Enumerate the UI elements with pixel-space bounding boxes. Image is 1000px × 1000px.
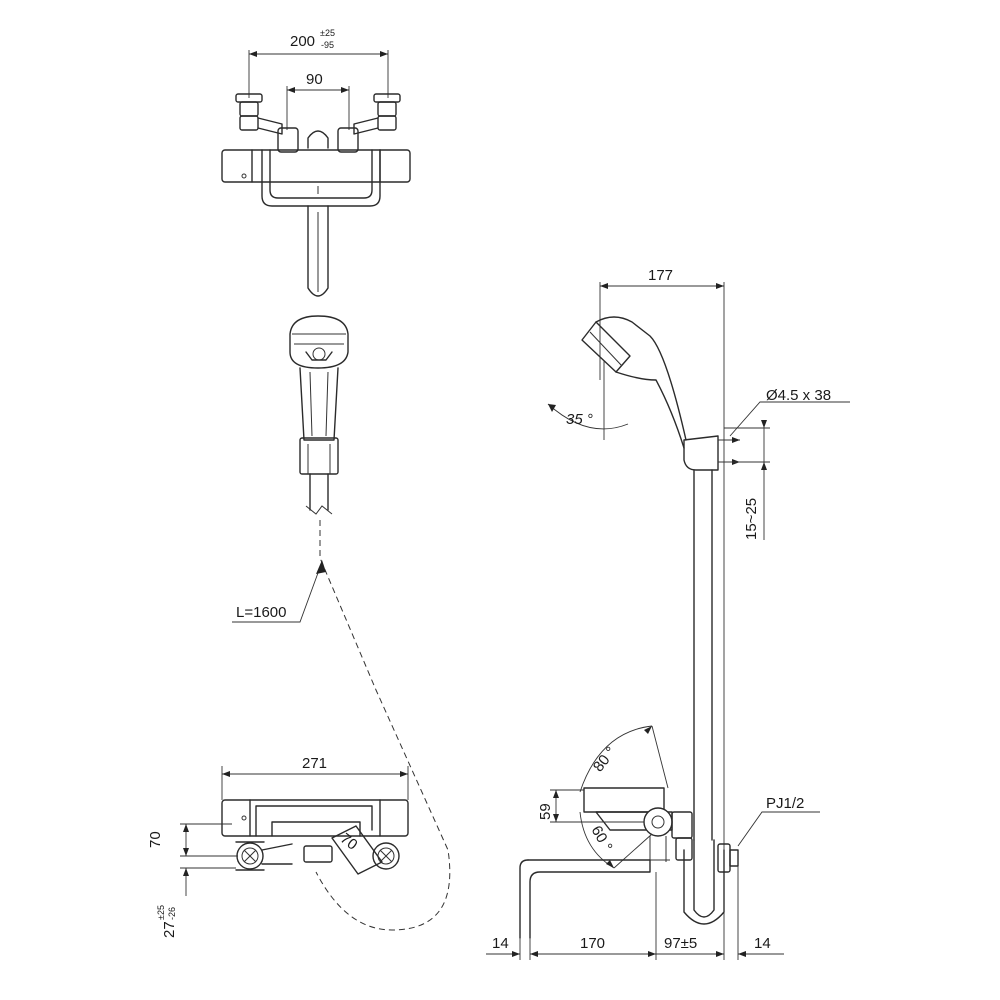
- dim-spacing-90: 90: [306, 71, 323, 88]
- dim-width-tol-plus: ±25: [320, 28, 335, 38]
- dim-body-271: 271: [302, 755, 327, 772]
- dim-right-14: 14: [754, 935, 771, 952]
- dim-width-tol-minus: -95: [321, 40, 334, 50]
- hose-length-label: L=1600: [236, 604, 286, 621]
- dim-left-14: 14: [492, 935, 509, 952]
- dim-offset-tol-plus: ±25: [156, 905, 166, 920]
- head-angle-35: 35 °: [566, 411, 593, 428]
- dim-height-70: 70: [147, 831, 164, 848]
- handle-angle-80: 80 °: [590, 744, 620, 776]
- dim-wall-97: 97±5: [664, 935, 697, 952]
- dim-handle-70: 70: [337, 830, 361, 854]
- hand-shower: L=1600: [232, 315, 451, 931]
- dim-width-200: 200: [290, 33, 315, 50]
- dim-spout-170: 170: [580, 935, 605, 952]
- pipe-thread-pj12: PJ1/2: [766, 795, 804, 812]
- handle-angle-60: 60 °: [588, 823, 616, 855]
- bracket-range: 15~25: [743, 498, 760, 540]
- front-view: 271 70 70 27 ±2: [147, 755, 409, 938]
- screw-spec: Ø4.5 x 38: [766, 387, 831, 404]
- top-view: 200 ±25 -95 90: [221, 28, 411, 297]
- dim-offset-tol-minus: -26: [167, 907, 177, 920]
- side-view: 177 35 ° Ø4.5 x 38 15~25: [486, 267, 850, 960]
- dim-reach-177: 177: [648, 267, 673, 284]
- dim-offset-27: 27: [161, 921, 178, 938]
- spout-height-59: 59: [537, 803, 554, 820]
